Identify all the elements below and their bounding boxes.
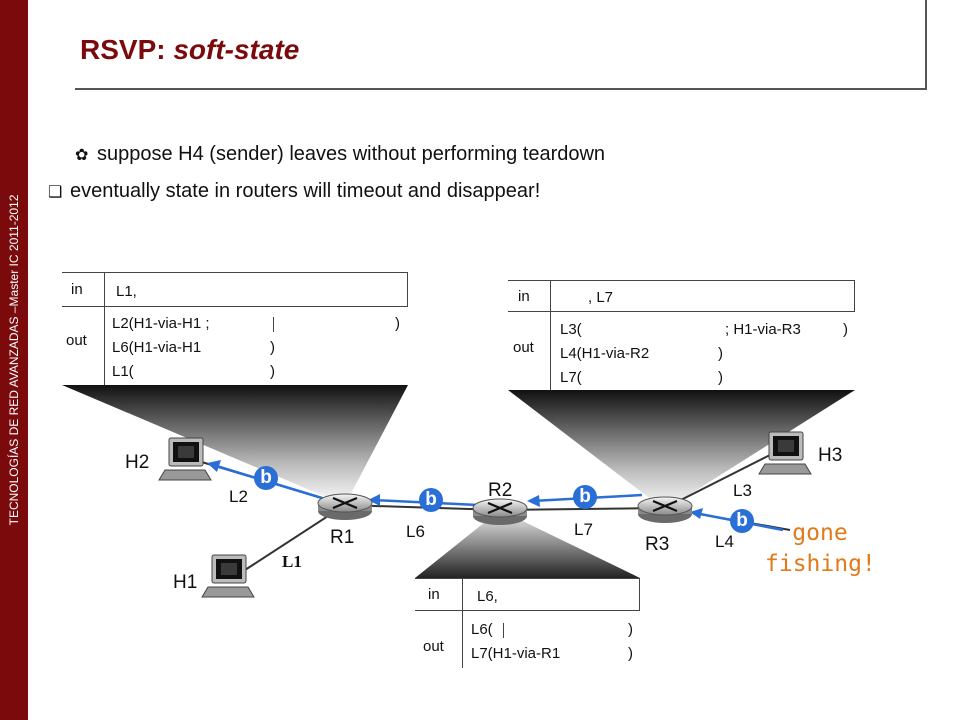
table-divider (508, 311, 855, 312)
bullet-suppose: ✿ suppose H4 (sender) leaves without perf… (75, 143, 605, 166)
close-paren: ) (395, 315, 400, 332)
table-top-border (415, 578, 640, 579)
table-callout-r3 (415, 510, 640, 578)
out-row: L7( (560, 369, 582, 386)
table-divider (415, 610, 640, 611)
router-r2-label: R2 (488, 480, 513, 501)
host-h1-icon (201, 554, 255, 598)
close-paren: ) (718, 369, 723, 386)
out-row: L2(H1-via-H1 ; (112, 315, 210, 332)
link-l7 (499, 507, 666, 511)
in-value: L6, (477, 588, 498, 605)
state-table-r2: in out , L7 L3( ; H1-via-R3 L4(H1-via-R2… (508, 280, 855, 390)
host-h3-label: H3 (818, 445, 843, 466)
table-column-divider (550, 280, 551, 390)
table-right-border (854, 280, 855, 311)
close-paren: ) (270, 363, 275, 380)
link-l4-label: L4 (715, 532, 734, 551)
state-table-r1: in out L1, L2(H1-via-H1 ; L6(H1-via-H1 L… (62, 272, 408, 385)
link-l3-label: L3 (733, 481, 752, 500)
sidebar: TECNOLOGÍAS DE RED AVANZADAS –Master IC … (0, 0, 28, 720)
table-column-divider (462, 578, 463, 668)
router-r3-icon (637, 496, 693, 523)
message-b-l6: b (419, 488, 443, 512)
title-rule (75, 88, 927, 90)
table-right-border (407, 272, 408, 306)
message-b-l2: b (254, 466, 278, 490)
in-value: L1, (116, 283, 137, 300)
close-paren: ) (628, 621, 633, 638)
title-italic: soft-state (173, 34, 300, 65)
bullet-icon: ✿ (75, 147, 89, 164)
out-row: L7(H1-via-R1 (471, 645, 561, 662)
link-l2-label: L2 (229, 487, 248, 506)
link-l1-label: L1 (282, 552, 302, 571)
close-paren: ) (718, 345, 723, 362)
state-table-r3: in out L6, L6( L7(H1-via-R1 ) ) (415, 578, 640, 668)
table-column-divider (104, 272, 105, 385)
router-r3-label: R3 (645, 534, 670, 555)
arrowhead-icon (690, 508, 703, 519)
table-top-border (508, 280, 855, 281)
in-label: in (71, 281, 83, 298)
out-row: L1( (112, 363, 134, 380)
bullet-eventually: ❑ eventually state in routers will timeou… (48, 180, 540, 203)
table-divider (62, 306, 408, 307)
bracket-mark (273, 317, 274, 332)
title-prefix: RSVP: (80, 34, 174, 65)
bracket-mark (503, 623, 504, 638)
router-r2-icon (472, 498, 528, 525)
close-paren: ) (843, 321, 848, 338)
slide-title: RSVP: soft-state (80, 34, 299, 66)
message-b-l7: b (573, 485, 597, 509)
message-b-l4: b (730, 509, 754, 533)
annotation-text: gone fishing! (765, 520, 876, 577)
table-callout-r1 (62, 385, 408, 505)
out-row-extra: ; H1-via-R3 (725, 321, 801, 338)
table-top-border (62, 272, 408, 273)
checkbox-icon: ❑ (48, 184, 63, 201)
out-label: out (423, 638, 444, 655)
arrowhead-icon (207, 460, 221, 472)
table-callout-r2 (508, 390, 855, 510)
close-paren: ) (270, 339, 275, 356)
out-label: out (513, 339, 534, 356)
router-r1-icon (317, 493, 373, 520)
host-h2-icon (158, 437, 212, 481)
out-row: L3( (560, 321, 582, 338)
link-l6-label: L6 (406, 522, 425, 541)
out-label: out (66, 332, 87, 349)
arrowhead-icon (368, 494, 380, 506)
out-row: L6(H1-via-H1 (112, 339, 202, 356)
link-l7-label: L7 (574, 520, 593, 539)
host-h1-label: H1 (173, 572, 198, 593)
close-paren: ) (628, 645, 633, 662)
bullet-text: suppose H4 (sender) leaves without perfo… (97, 143, 606, 165)
bullet-text: eventually state in routers will timeout… (70, 180, 541, 202)
arrowhead-icon (527, 495, 540, 507)
gone-fishing-annotation: gone fishing! (765, 518, 876, 580)
title-rule-vertical (925, 0, 927, 90)
in-label: in (518, 288, 530, 305)
host-h2-label: H2 (125, 452, 150, 473)
router-r1-label: R1 (330, 527, 355, 548)
table-right-border (639, 578, 640, 610)
out-row: L4(H1-via-R2 (560, 345, 650, 362)
host-h3-icon (758, 431, 812, 475)
in-label: in (428, 586, 440, 603)
in-value: , L7 (588, 289, 614, 306)
out-row: L6( (471, 621, 493, 638)
